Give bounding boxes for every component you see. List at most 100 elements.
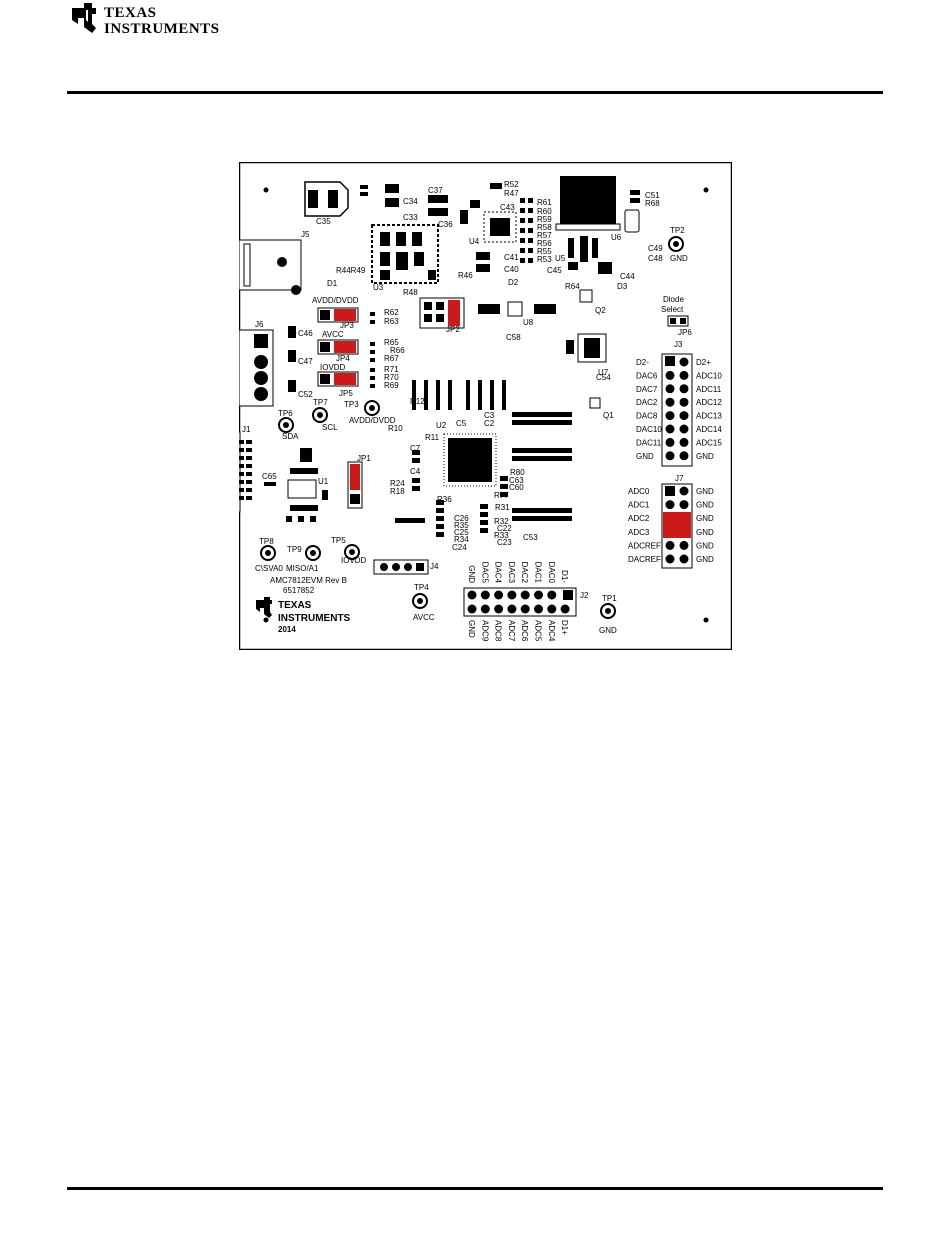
j7-right-label: GND [696,541,714,550]
j7-pinout: ADC0ADC1ADC2ADC3ADCREFDACREFGNDGNDGNDGND… [628,486,714,564]
svg-text:J6: J6 [255,320,264,329]
j3-left-label: GND [636,452,654,461]
j3-pin [665,370,675,380]
j3-pinout: D2-DAC6DAC7DAC2DAC8DAC10DAC11GNDD2+ADC10… [636,357,722,461]
j2-top-label: DAC0 [547,562,556,584]
svg-text:C63: C63 [509,476,524,485]
j3-left-label: D2- [636,358,649,367]
svg-text:C25: C25 [454,528,469,537]
svg-text:J5: J5 [301,230,310,239]
j3-left-label: DAC6 [636,371,658,380]
j3-right-label: ADC13 [696,412,722,421]
j7-left-label: DACREF [628,555,661,564]
svg-text:R77: R77 [494,491,509,500]
label-c35: C35 [316,217,331,226]
svg-text:Q2: Q2 [595,306,606,315]
svg-text:MISO/A1: MISO/A1 [286,564,319,573]
svg-text:C4: C4 [410,467,421,476]
svg-text:R36: R36 [437,495,452,504]
svg-text:R70: R70 [384,373,399,382]
svg-text:R47: R47 [504,189,519,198]
jp5-net-label: IOVDD [320,363,346,372]
j7-pin [665,554,675,564]
j7-right-label: GND [696,514,714,523]
svg-text:TP6: TP6 [278,409,293,418]
svg-text:TP9: TP9 [287,545,302,554]
mounting-hole [703,187,709,193]
j2-bottom-label: ADC7 [507,620,516,642]
svg-text:D3: D3 [617,282,628,291]
svg-text:C54: C54 [596,373,611,382]
svg-text:SDA: SDA [282,432,299,441]
j7-right-label: GND [696,501,714,510]
svg-text:AVDD/DVDD: AVDD/DVDD [349,416,396,425]
svg-text:U5: U5 [555,254,566,263]
svg-text:R53: R53 [537,255,552,264]
svg-text:J4: J4 [430,562,439,571]
jp3-net-label: AVDD/DVDD [312,296,359,305]
svg-text:C43: C43 [500,203,515,212]
pcb-layout-figure [239,162,732,650]
svg-text:R68: R68 [645,199,660,208]
j2-pin [480,590,490,600]
j3-pin [679,451,689,461]
header-logo-line2: Instruments [104,21,220,37]
j2-top-label: D1- [560,570,569,583]
j3-pin [679,357,689,367]
svg-text:C58: C58 [506,333,521,342]
j3-left-label: DAC11 [636,438,662,447]
j2-pin [507,604,517,614]
j3-pin [679,411,689,421]
j2-top-label: DAC3 [507,562,516,584]
svg-text:C2: C2 [484,419,495,428]
j2-bottom-label: GND [467,620,476,638]
j2-top-label: DAC5 [480,562,489,584]
j3-left-label: DAC2 [636,398,658,407]
svg-text:C53: C53 [523,533,538,542]
jp4-net-label: AVCC [322,330,344,339]
j3-right-label: ADC11 [696,385,722,394]
svg-text:TP8: TP8 [259,537,274,546]
j2-bottom-label: D1+ [560,620,569,635]
svg-text:R56: R56 [537,239,552,248]
svg-text:R34: R34 [454,535,469,544]
svg-text:TP2: TP2 [670,226,685,235]
svg-text:R12: R12 [410,397,425,406]
svg-text:R64: R64 [565,282,580,291]
svg-text:JP2: JP2 [446,325,460,334]
svg-text:C46: C46 [298,329,313,338]
svg-text:R44R49: R44R49 [336,266,366,275]
svg-text:J3: J3 [674,340,683,349]
j2-top-label: DAC4 [494,562,503,584]
j7-left-label: ADC0 [628,487,650,496]
j7-left-label: ADC1 [628,501,650,510]
svg-text:J7: J7 [675,474,684,483]
j2-bottom-label: ADC4 [547,620,556,642]
j5-jack [239,239,302,291]
j2-bottom-label: ADC5 [534,620,543,642]
j3-right-label: ADC12 [696,398,722,407]
j2-pin [560,604,570,614]
svg-text:R71: R71 [384,365,399,374]
svg-text:SCL: SCL [322,423,338,432]
svg-text:C41: C41 [504,253,519,262]
svg-text:TP7: TP7 [313,398,328,407]
diode-select-line2: Select [661,305,684,314]
svg-text:C65: C65 [262,472,277,481]
svg-text:J1: J1 [242,425,251,434]
board-name-label: AMC7812EVM Rev B [270,576,347,585]
j7-pin [679,554,689,564]
j7-right-label: GND [696,555,714,564]
svg-text:U7: U7 [598,368,609,377]
svg-text:R59: R59 [537,215,552,224]
center-pad-columns [412,380,506,410]
svg-text:U8: U8 [523,318,534,327]
svg-text:C52: C52 [298,390,313,399]
j3-pin [679,424,689,434]
j7-left-label: ADC2 [628,514,650,523]
j7-pin [665,500,675,510]
board-year: 2014 [278,625,296,634]
j3-right-label: D2+ [696,358,711,367]
svg-text:C33: C33 [403,213,418,222]
